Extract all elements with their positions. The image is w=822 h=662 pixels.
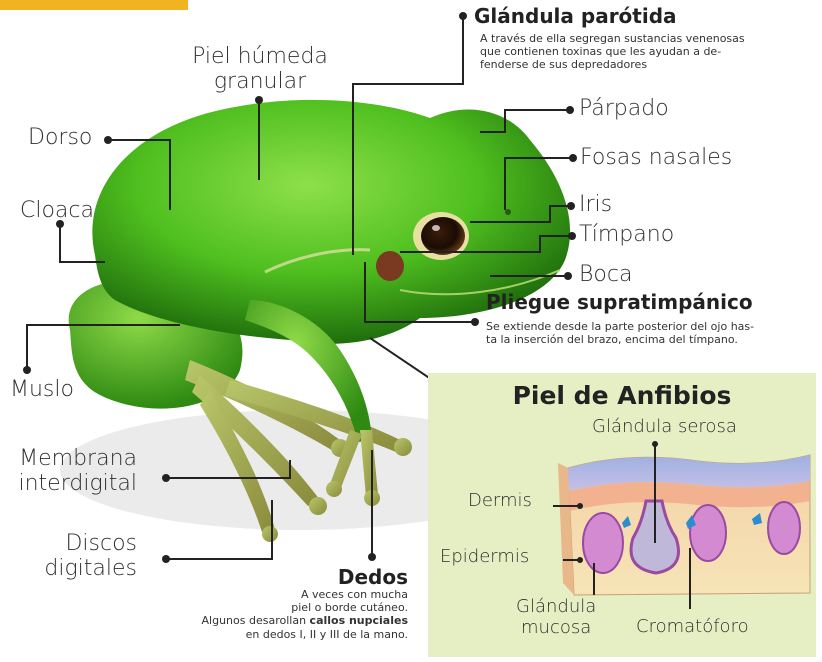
dedos-desc-line3: Algunos desarollan callos nupciales (150, 614, 408, 627)
label-epidermis: Epidermis (440, 546, 530, 567)
label-timpano: Tímpano (579, 222, 675, 247)
label-piel-line1: Piel húmeda (192, 44, 328, 69)
label-cloaca: Cloaca (20, 198, 94, 223)
dedos-title: Dedos (337, 565, 408, 589)
parotida-description: A través de ella segregan sustancias ven… (480, 32, 810, 72)
label-iris: Iris (579, 192, 613, 217)
frog-body (92, 99, 571, 344)
label-dermis: Dermis (468, 490, 532, 511)
skin-panel: Piel de Anfibios (428, 373, 816, 657)
front-leg (245, 300, 372, 442)
accent-bar (0, 0, 188, 10)
label-discos-line2: digitales (44, 556, 137, 582)
parotida-desc-line2: que contienen toxinas que les ayudan a d… (480, 45, 722, 59)
parotida-desc-line1: A través de ella segregan sustancias ven… (480, 32, 745, 45)
skin-diagram (553, 441, 811, 609)
dedos-desc-line2: piel o borde cutáneo. (291, 601, 408, 615)
dedos-desc-line4: en dedos I, II y III de la mano. (245, 627, 408, 641)
pliegue-desc-line1: Se extiende desde la parte posterior del… (486, 320, 755, 333)
pliegue-description: Se extiende desde la parte posterior del… (486, 320, 816, 346)
label-piel-line2: granular (213, 69, 307, 95)
leader-dots (23, 12, 577, 563)
label-glandula-mucosa: Glándula mucosa (516, 596, 597, 638)
dedos-description: A veces con mucha piel o borde cutáneo. … (150, 588, 408, 641)
tympanum-shape (376, 251, 404, 281)
hind-foot (185, 360, 412, 542)
label-glandula-serosa: Glándula serosa (592, 416, 737, 437)
label-mucosa-line2: mucosa (521, 616, 592, 638)
label-boca: Boca (579, 262, 633, 287)
parotida-title: Glándula parótida (474, 4, 677, 28)
label-mucosa-line1: Glándula (516, 596, 597, 617)
label-piel-humeda: Piel húmeda granular (180, 44, 340, 95)
panel-leader-lines (553, 444, 691, 609)
dedos-desc-line3-text: Algunos desarollan (201, 614, 310, 628)
dedos-callos-nupciales: callos nupciales (309, 614, 408, 628)
label-discos: Discos digitales (0, 531, 137, 582)
label-membrana-line1: Membrana (19, 446, 137, 471)
frog-shadow (60, 410, 540, 530)
label-muslo: Muslo (10, 377, 74, 402)
parotida-desc-line3: fenderse de sus depredadores (480, 58, 648, 72)
label-dorso: Dorso (28, 125, 93, 150)
chromatophores (622, 513, 762, 529)
label-fosas-nasales: Fosas nasales (580, 145, 733, 170)
label-discos-line1: Discos (65, 531, 137, 556)
mucous-glands (582, 501, 801, 574)
iris-shape (421, 217, 465, 255)
label-membrana-line2: interdigital (18, 471, 138, 497)
parotid-gland-shape (264, 248, 371, 274)
pliegue-title: Pliegue supratimpánico (486, 290, 753, 314)
cell-layer (568, 481, 810, 511)
skin-panel-title: Piel de Anfibios (512, 381, 732, 410)
label-membrana: Membrana interdigital (0, 446, 138, 497)
label-cromatoforo: Cromatóforo (636, 616, 749, 637)
epidermis-layer (568, 455, 810, 491)
pliegue-desc-line2: ta la inserción del brazo, encima del tí… (486, 333, 738, 347)
label-parpado: Párpado (579, 96, 669, 121)
dedos-desc-line1: A veces con mucha (300, 588, 408, 601)
nostril-shape (505, 209, 511, 215)
